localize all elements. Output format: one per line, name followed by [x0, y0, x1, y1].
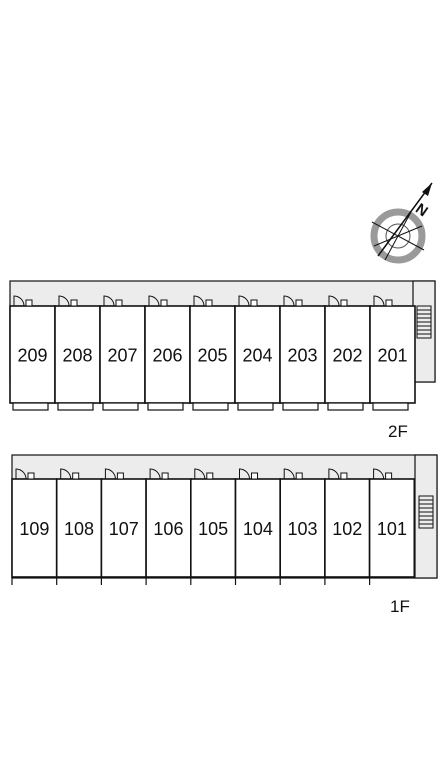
- door-icon: [238, 295, 258, 307]
- north-arrow-compass-icon: N: [370, 182, 433, 264]
- door-icon: [193, 295, 213, 307]
- unit-204: 204: [234, 295, 281, 411]
- door-icon: [149, 468, 169, 480]
- unit-number: 208: [62, 346, 92, 366]
- floor-2f-plan: 209 208 207 206 205 204 203 202 201: [9, 280, 436, 411]
- unit-103: 103: [279, 468, 326, 585]
- unit-number: 103: [288, 519, 318, 539]
- unit-number: 207: [107, 346, 137, 366]
- unit-207: 207: [99, 295, 146, 411]
- door-icon: [328, 295, 348, 307]
- unit-102: 102: [324, 468, 371, 585]
- unit-number: 206: [152, 346, 182, 366]
- door-icon: [373, 295, 393, 307]
- floor-1f-plan: 109 108 107 106 105 104 103 102 101: [11, 454, 438, 585]
- stairs-icon: [416, 305, 432, 339]
- door-icon: [373, 468, 393, 480]
- floor-label-1f: 1F: [390, 597, 410, 616]
- unit-number: 109: [19, 519, 49, 539]
- unit-number: 203: [287, 346, 317, 366]
- balcony: [237, 402, 274, 411]
- balcony: [327, 402, 364, 411]
- door-icon: [148, 295, 168, 307]
- door-icon: [239, 468, 258, 480]
- door-icon: [58, 295, 78, 307]
- unit-number: 105: [198, 519, 228, 539]
- balcony: [282, 402, 319, 411]
- balcony: [102, 402, 139, 411]
- unit-107: 107: [100, 468, 147, 585]
- unit-109: 109: [11, 468, 58, 585]
- unit-number: 108: [64, 519, 94, 539]
- balcony: [12, 402, 49, 411]
- balcony: [57, 402, 94, 411]
- balcony: [147, 402, 184, 411]
- door-icon: [104, 468, 124, 480]
- door-icon: [283, 468, 303, 480]
- balcony: [372, 402, 409, 411]
- stairs-icon: [418, 495, 434, 529]
- balcony: [192, 402, 229, 411]
- unit-203: 203: [279, 295, 326, 411]
- unit-106: 106: [145, 468, 192, 585]
- door-icon: [60, 468, 80, 480]
- door-icon: [13, 295, 33, 307]
- unit-number: 102: [332, 519, 362, 539]
- unit-101: 101: [368, 468, 416, 585]
- door-icon: [103, 295, 123, 307]
- unit-number: 107: [109, 519, 139, 539]
- unit-number: 205: [197, 346, 227, 366]
- stair-landing: [412, 280, 436, 383]
- door-icon: [194, 468, 214, 480]
- unit-206: 206: [144, 295, 191, 411]
- unit-number: 202: [332, 346, 362, 366]
- unit-202: 202: [324, 295, 371, 411]
- unit-209: 209: [9, 295, 56, 411]
- door-icon: [283, 295, 303, 307]
- unit-108: 108: [55, 468, 103, 585]
- unit-105: 105: [190, 468, 237, 585]
- unit-number: 201: [377, 346, 407, 366]
- unit-205: 205: [189, 295, 236, 411]
- unit-number: 101: [377, 519, 407, 539]
- door-icon: [328, 468, 348, 480]
- unit-104: 104: [234, 468, 282, 585]
- door-icon: [15, 468, 35, 480]
- unit-208: 208: [54, 295, 101, 411]
- unit-number: 204: [242, 346, 272, 366]
- floor-label-2f: 2F: [388, 422, 408, 441]
- unit-number: 104: [243, 519, 273, 539]
- unit-number: 106: [153, 519, 183, 539]
- unit-201: 201: [369, 295, 416, 411]
- unit-number: 209: [17, 346, 47, 366]
